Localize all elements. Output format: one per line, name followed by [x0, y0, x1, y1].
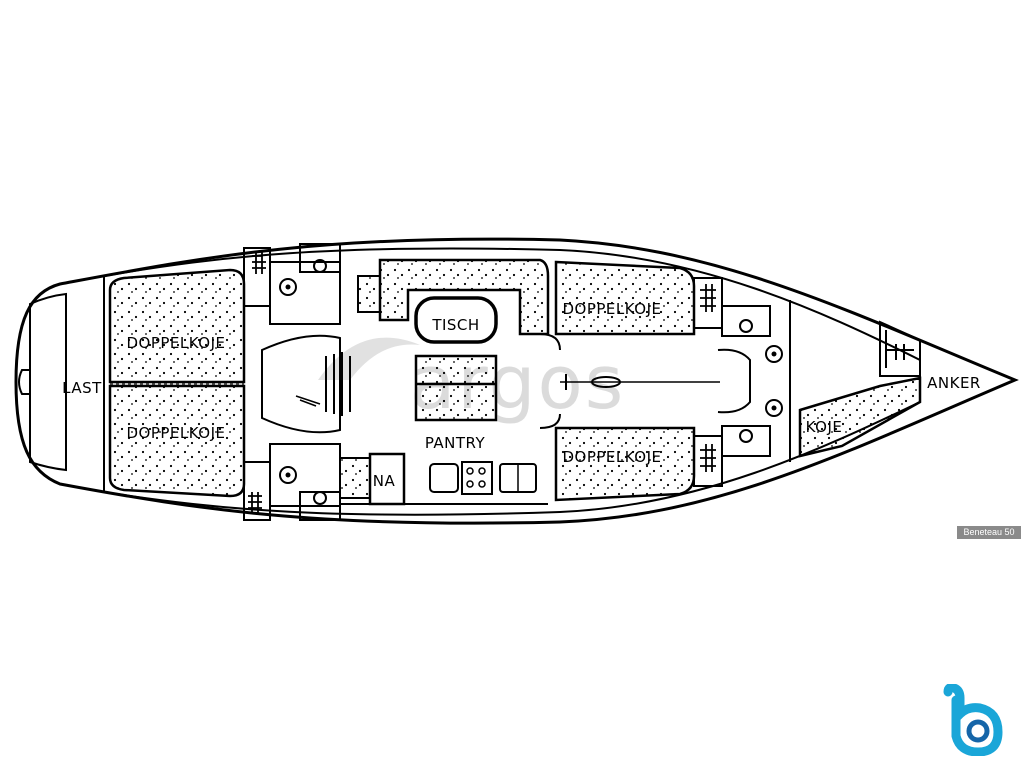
label-pantry: PANTRY — [425, 434, 486, 452]
label-doppelkoje-aft-top: DOPPELKOJE — [126, 334, 225, 352]
galley — [339, 452, 548, 506]
label-doppelkoje-aft-bottom: DOPPELKOJE — [126, 424, 225, 442]
mast-step — [560, 374, 720, 390]
hull-outline — [14, 237, 1019, 525]
brand-logo-icon — [943, 684, 1003, 756]
label-anker: ANKER — [927, 374, 981, 392]
hull-inner-line — [103, 247, 921, 361]
label-tisch: TISCH — [431, 316, 479, 334]
forward-head-compartments — [693, 277, 791, 487]
model-caption: Beneteau 50 — [957, 526, 1021, 539]
label-koje: KOJE — [806, 418, 843, 436]
lazarette — [18, 276, 105, 492]
forward-berths — [539, 260, 696, 502]
label-doppelkoje-fwd-bottom: DOPPELKOJE — [562, 448, 661, 466]
aft-berths — [108, 268, 246, 498]
label-last: LAST — [62, 379, 102, 397]
forepeak-berth — [798, 320, 922, 458]
label-doppelkoje-fwd-top: DOPPELKOJE — [562, 300, 661, 318]
saloon — [357, 258, 550, 422]
companionway-stairs — [261, 334, 351, 434]
label-na: NA — [373, 472, 396, 490]
